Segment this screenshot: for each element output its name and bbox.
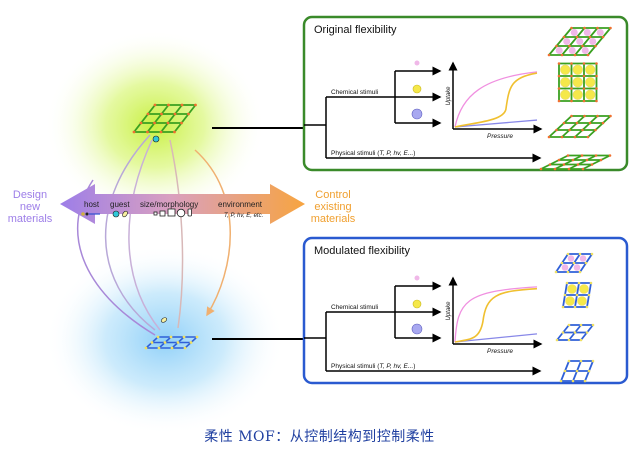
mof-framework — [132, 103, 197, 134]
large-guest-curve — [454, 119, 538, 128]
medium-guest-icon — [412, 84, 422, 94]
design-new-materials-label: Design new materials — [8, 189, 53, 225]
guest-sphere-icon — [112, 210, 120, 218]
guest-molecule — [576, 38, 584, 45]
panel-title: Original flexibility — [314, 24, 397, 36]
host-label: host — [84, 200, 100, 209]
environment-detail: T, P, hv, E, etc. — [224, 213, 263, 219]
mof-framework — [144, 335, 199, 350]
panel-title: Modulated flexibility — [314, 245, 410, 257]
small-guest-icon — [414, 60, 420, 66]
guest-molecule — [568, 47, 576, 54]
original-mof-lattice — [132, 103, 197, 134]
guest-molecule — [560, 64, 571, 75]
svg-text:Design: Design — [13, 189, 47, 201]
svg-text:existing: existing — [314, 201, 351, 213]
physical-stimuli-label: Physical stimuli (T, P, hv, E...) — [331, 150, 415, 157]
framework-large-guest — [555, 323, 595, 342]
guest-molecule — [573, 264, 581, 271]
y-axis-label: Uptake — [446, 86, 452, 106]
guest-molecule — [596, 29, 604, 36]
large-guest-icon — [411, 323, 423, 335]
guest-molecule — [572, 77, 583, 88]
framework-physical-stimuli — [559, 359, 595, 383]
framework-medium-guest — [561, 281, 593, 309]
connector-curves — [76, 134, 231, 336]
guest-molecule — [579, 284, 589, 294]
guest-ellipse-icon — [122, 210, 128, 218]
guest-molecule — [583, 29, 591, 36]
guest-molecule — [561, 264, 569, 271]
guest-molecule — [572, 64, 583, 75]
guest-molecule — [577, 296, 587, 306]
green-glow — [45, 30, 265, 220]
guest-molecule — [581, 47, 589, 54]
physical-stimuli-label: Physical stimuli (T, P, hv, E...) — [331, 363, 415, 370]
small-guest-curve — [454, 286, 538, 343]
guest-molecule — [585, 89, 596, 100]
guest-ellipse-bottom-icon — [160, 317, 168, 323]
svg-text:new: new — [20, 201, 40, 213]
guest-molecule — [585, 77, 596, 88]
modulated-mof-lattice — [144, 335, 199, 350]
guest-molecule — [567, 284, 577, 294]
x-axis-label: Pressure — [487, 348, 513, 355]
small-guest-curve — [454, 71, 538, 128]
guest-molecule — [585, 64, 596, 75]
size-morphology-label: size/morphology — [140, 200, 198, 209]
chemical-stimuli-label: Chemical stimuli — [331, 89, 378, 96]
guest-molecule — [572, 89, 583, 100]
chemical-stimuli-label: Chemical stimuli — [331, 304, 378, 311]
y-axis-label: Uptake — [446, 301, 452, 321]
stimuli-double-arrow — [60, 184, 305, 224]
panel-frame — [302, 15, 629, 172]
guest-molecule — [555, 47, 563, 54]
medium-guest-icon — [412, 299, 422, 309]
svg-text:Control: Control — [315, 189, 350, 201]
svg-text:materials: materials — [8, 213, 53, 225]
panel-frame — [302, 236, 629, 385]
figure-caption: 柔性 MOF：从控制结构到控制柔性 — [204, 429, 435, 445]
x-axis-label: Pressure — [487, 133, 513, 140]
environment-label: environment — [218, 200, 263, 209]
size-morphology-icons — [153, 208, 192, 218]
guest-molecule — [560, 77, 571, 88]
guest-molecule — [570, 29, 578, 36]
medium-guest-curve — [454, 72, 538, 128]
framework-small-guest — [554, 252, 594, 274]
large-guest-icon — [411, 108, 423, 120]
medium-guest-curve — [454, 287, 538, 343]
control-existing-materials-label: Control existing materials — [311, 189, 356, 225]
guest-molecule — [563, 38, 571, 45]
framework-small-guest — [547, 26, 612, 57]
guest-molecule — [565, 296, 575, 306]
blue-glow — [45, 245, 285, 435]
guest-label: guest — [110, 200, 130, 209]
guest-molecule — [567, 255, 575, 262]
host-icon — [81, 212, 100, 216]
large-guest-curve — [454, 333, 538, 343]
framework-physical-stimuli — [539, 154, 612, 171]
guest-molecule — [560, 89, 571, 100]
guest-cyan-icon — [152, 135, 160, 143]
guest-molecule — [589, 38, 597, 45]
small-guest-icon — [414, 275, 420, 281]
svg-text:materials: materials — [311, 213, 356, 225]
guest-molecule — [579, 255, 587, 262]
framework-medium-guest — [557, 62, 598, 103]
framework-large-guest — [547, 114, 612, 139]
